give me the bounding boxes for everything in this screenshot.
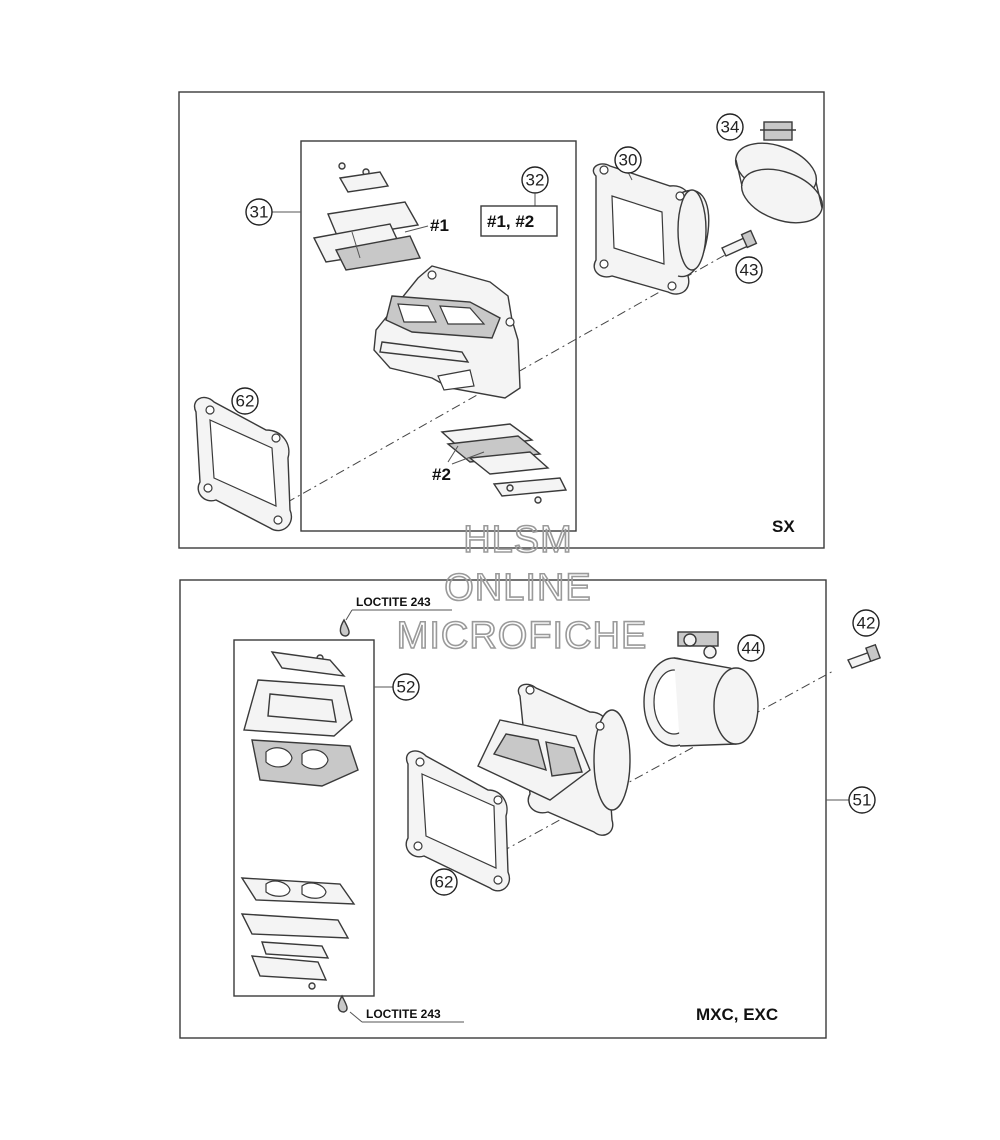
intake-flange-30 xyxy=(592,163,710,295)
kit-32-box xyxy=(480,205,558,237)
callout-51-bubble xyxy=(848,786,876,814)
kit-32-label: #1, #2 xyxy=(487,212,534,231)
reed-kit-inner-frame xyxy=(233,639,375,997)
reed1-label: #1 xyxy=(430,216,449,235)
reed-block-inner-frame xyxy=(300,140,577,532)
hose-clamp-34 xyxy=(734,121,824,224)
mxc-assembly-axis xyxy=(467,669,836,871)
callout-62-mxc-bubble xyxy=(430,868,458,896)
sx-panel-frame xyxy=(178,91,825,549)
mxc-panel-frame xyxy=(179,579,827,1039)
reed-block-mxc xyxy=(477,683,631,836)
callout-30-bubble xyxy=(614,146,642,174)
callout-44-bubble xyxy=(737,634,765,662)
mxc-panel-label: MXC, EXC xyxy=(696,1005,778,1024)
loctite-top-label: LOCTITE 243 xyxy=(356,595,431,609)
callout-62-sx: 62 xyxy=(236,392,255,411)
callout-62-mxc: 62 xyxy=(435,873,454,892)
reed-petal-2 xyxy=(440,423,568,504)
watermark-line-2: ONLINE xyxy=(444,567,591,609)
reed1-leader xyxy=(404,225,429,233)
callout-43: 43 xyxy=(740,261,759,280)
reed-block-body xyxy=(373,265,521,399)
callout-44: 44 xyxy=(742,639,761,658)
gasket-62-sx xyxy=(193,396,293,532)
callout-42-bubble xyxy=(852,609,880,637)
reed-petal-1 xyxy=(312,201,422,271)
callout-51: 51 xyxy=(853,791,872,810)
reed-screws-top xyxy=(338,162,390,193)
intake-manifold-44 xyxy=(643,631,759,747)
callout-62-sx-bubble xyxy=(231,387,259,415)
reed2-label: #2 xyxy=(432,465,451,484)
loctite-drop-top-icon xyxy=(339,618,350,637)
callout-52-bubble xyxy=(392,673,420,701)
loctite-bottom-leader xyxy=(349,1011,363,1023)
reed-screw-bottom xyxy=(308,982,316,990)
callout-34-bubble xyxy=(716,113,744,141)
callout-43-bubble xyxy=(735,256,763,284)
reed-kit-52-parts xyxy=(240,651,359,981)
callout-31-bubble xyxy=(245,198,273,226)
sx-panel-label: SX xyxy=(772,517,795,536)
callout-32: 32 xyxy=(526,171,545,190)
callout-42: 42 xyxy=(857,614,876,633)
callout-31: 31 xyxy=(250,203,269,222)
watermark-line-1: HLSM xyxy=(463,519,573,561)
callout-52: 52 xyxy=(397,678,416,697)
reed2-leader xyxy=(447,445,459,463)
loctite-top-leader xyxy=(345,609,353,621)
watermark-line-3: MICROFICHE xyxy=(397,615,648,657)
bolt-42 xyxy=(847,643,881,669)
bolt-43 xyxy=(721,229,758,257)
loctite-drop-bottom-icon xyxy=(337,994,348,1013)
loctite-bottom-label: LOCTITE 243 xyxy=(366,1007,441,1021)
gasket-62-mxc xyxy=(405,750,511,892)
reed2-leader-b xyxy=(451,451,485,465)
callout-34: 34 xyxy=(721,118,740,137)
callout-30: 30 xyxy=(619,151,638,170)
